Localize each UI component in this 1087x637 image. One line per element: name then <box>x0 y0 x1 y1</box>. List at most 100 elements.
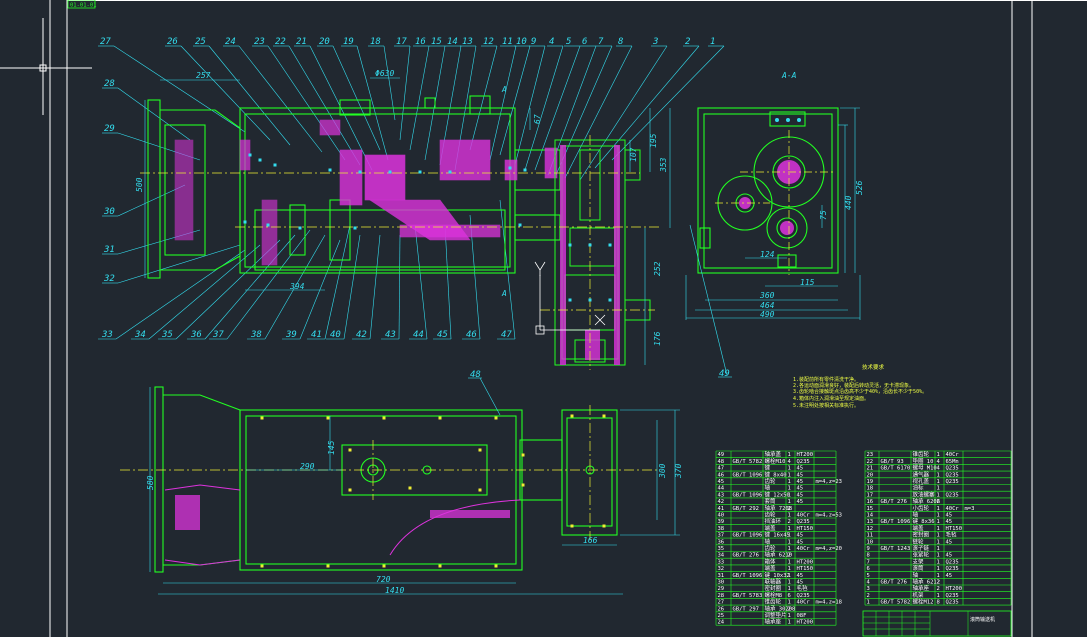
bom-cell: HT150 <box>946 526 963 532</box>
svg-text:Φ630: Φ630 <box>375 69 394 78</box>
bom-cell: 40Cr <box>797 600 811 606</box>
bom-cell: 7 <box>867 559 870 565</box>
svg-text:5.未注明处按相关标准执行。: 5.未注明处按相关标准执行。 <box>793 402 859 409</box>
main-gearbox-view[interactable]: 257 Φ630 500 394 107 195 353 252 176 67 … <box>98 37 725 370</box>
balloon-number[interactable]: 4 <box>549 37 554 47</box>
bom-cell: 1 <box>937 566 940 572</box>
balloon-number[interactable]: 16 <box>415 37 426 47</box>
bom-cell: 18 <box>867 486 874 492</box>
balloon-number[interactable]: 35 <box>161 330 173 340</box>
balloon-number[interactable]: 46 <box>466 330 477 340</box>
balloon-number[interactable]: 47 <box>501 330 512 340</box>
bom-cell: 1 <box>788 479 791 485</box>
bom-cell: 40 <box>718 513 725 519</box>
svg-text:49: 49 <box>719 369 730 379</box>
balloon-number[interactable]: 34 <box>134 330 146 340</box>
bom-cell: Q235 <box>946 472 959 478</box>
bom-cell: GB/T 1096 <box>733 573 763 579</box>
balloon-number[interactable]: 33 <box>101 330 113 340</box>
balloon-number[interactable]: 32 <box>103 274 115 284</box>
balloon-number[interactable]: 8 <box>618 37 623 47</box>
bom-cell: 4 <box>937 466 941 472</box>
bom-cell: 1 <box>937 533 940 539</box>
bom-cell: 34 <box>718 553 725 559</box>
svg-text:300: 300 <box>658 463 667 479</box>
bom-cell: GB/T 292 <box>733 506 760 512</box>
balloon-number[interactable]: 26 <box>167 37 178 47</box>
ucs-icon <box>534 261 606 335</box>
section-a-a-view[interactable]: A-A <box>685 71 864 379</box>
balloon-number[interactable]: 22 <box>275 37 286 47</box>
bom-cell: GB/T 6170 <box>881 466 911 472</box>
bom-cell: 28 <box>718 593 725 599</box>
balloon-number[interactable]: 13 <box>462 37 473 47</box>
bom-cell: 45 <box>946 553 953 559</box>
balloon-number[interactable]: 3 <box>652 37 658 47</box>
balloon-number[interactable]: 30 <box>103 207 115 217</box>
bom-cell: 轴承 6212 <box>913 578 941 586</box>
bom-cell: 2 <box>867 593 870 599</box>
balloon-number[interactable]: 2 <box>685 37 690 47</box>
balloon-number[interactable]: 17 <box>396 37 407 47</box>
bom-cell: 2 <box>937 499 940 505</box>
balloon-number[interactable]: 14 <box>447 37 458 47</box>
balloon-number[interactable]: 41 <box>311 330 322 340</box>
balloon-number[interactable]: 5 <box>566 37 571 47</box>
bom-cell: 1 <box>937 472 940 478</box>
balloon-number[interactable]: 29 <box>104 124 115 134</box>
balloon-number[interactable]: 28 <box>104 79 115 89</box>
balloon-number[interactable]: 44 <box>413 330 424 340</box>
bom-cell: 轴 <box>765 537 771 545</box>
balloon-number[interactable]: 40 <box>330 330 341 340</box>
balloon-number[interactable]: 6 <box>582 37 587 47</box>
balloon-number[interactable]: 42 <box>356 330 367 340</box>
balloon-number[interactable]: 15 <box>431 37 442 47</box>
balloon-number[interactable]: 31 <box>103 245 115 255</box>
balloon-number[interactable]: 25 <box>195 37 206 47</box>
bom-cell: 1 <box>788 546 791 552</box>
bom-cell: 45 <box>797 492 804 498</box>
balloon-number[interactable]: 20 <box>319 37 330 47</box>
bom-cell: 41 <box>718 506 725 512</box>
balloon-number[interactable]: 7 <box>598 37 604 47</box>
balloon-number[interactable]: 38 <box>250 330 262 340</box>
balloon-number[interactable]: 10 <box>516 37 527 47</box>
balloon-number[interactable]: 23 <box>254 37 265 47</box>
bom-cell: 6 <box>867 566 870 572</box>
svg-text:107: 107 <box>629 147 638 162</box>
bom-cell: m=4,z=20 <box>816 546 843 552</box>
balloon-number[interactable]: 27 <box>100 37 111 47</box>
svg-text:370: 370 <box>674 463 683 479</box>
bom-cell: 2 <box>788 553 791 559</box>
svg-text:145: 145 <box>327 440 336 455</box>
balloon-number[interactable]: 45 <box>437 330 448 340</box>
plan-view[interactable]: 145 290 580 720 1410 166 300 370 48 <box>120 370 683 595</box>
balloon-number[interactable]: 43 <box>385 330 396 340</box>
bom-cell: 密封圈 <box>765 584 782 592</box>
balloon-number[interactable]: 19 <box>343 37 354 47</box>
bom-cell: 螺母 M10 <box>913 464 937 472</box>
crosshair-cursor-icon <box>0 18 92 115</box>
balloon-number[interactable]: 12 <box>483 37 494 47</box>
bom-cell: 油标 <box>913 484 925 492</box>
balloon-number[interactable]: 18 <box>370 37 381 47</box>
title-block[interactable]: 滚筒输送机 <box>862 610 1012 637</box>
balloon-number[interactable]: 36 <box>190 330 202 340</box>
balloon-number[interactable]: 1 <box>710 37 715 47</box>
balloon-number[interactable]: 39 <box>285 330 297 340</box>
balloon-number[interactable]: 24 <box>225 37 236 47</box>
svg-text:580: 580 <box>146 475 155 490</box>
balloon-number[interactable]: 21 <box>296 37 307 47</box>
bom-cell: 1 <box>937 573 940 579</box>
bom-cell: GB/T 276 <box>881 499 908 505</box>
bom-cell: 6 <box>788 593 791 599</box>
balloon-number[interactable]: 37 <box>212 330 224 340</box>
balloon-number[interactable]: 11 <box>502 37 513 47</box>
bom-cell: 支架 <box>913 557 925 565</box>
balloon-number[interactable]: 9 <box>531 37 536 47</box>
bom-cell: 45 <box>946 513 953 519</box>
bom-cell: 1 <box>788 486 791 492</box>
svg-text:A: A <box>501 289 507 298</box>
